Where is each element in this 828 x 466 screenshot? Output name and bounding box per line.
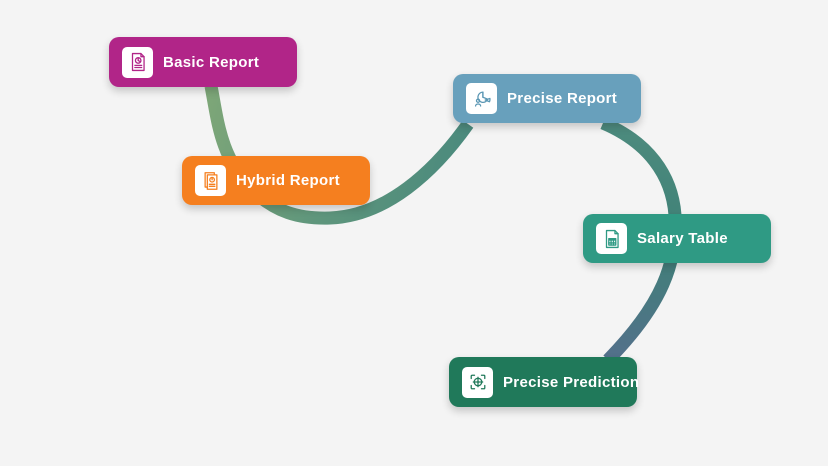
node-label: Precise Prediction <box>503 373 640 391</box>
node-precise-report[interactable]: Precise Report <box>453 74 641 123</box>
node-label: Precise Report <box>507 90 618 107</box>
node-label: Basic Report <box>163 53 260 71</box>
pie-chart-person-icon <box>466 83 497 114</box>
node-basic-report[interactable]: Basic Report <box>109 37 297 87</box>
stacked-documents-icon <box>195 165 226 196</box>
table-document-icon <box>596 223 627 254</box>
node-label: Hybrid Report <box>236 172 340 189</box>
node-label: Salary Table <box>637 230 728 247</box>
connector-basic-to-precise-report <box>204 84 474 225</box>
report-document-icon <box>122 46 153 78</box>
node-precise-prediction[interactable]: Precise Prediction <box>449 357 640 407</box>
node-hybrid-report[interactable]: Hybrid Report <box>182 156 370 205</box>
target-focus-icon <box>462 366 493 398</box>
node-salary-table[interactable]: Salary Table <box>583 214 771 263</box>
